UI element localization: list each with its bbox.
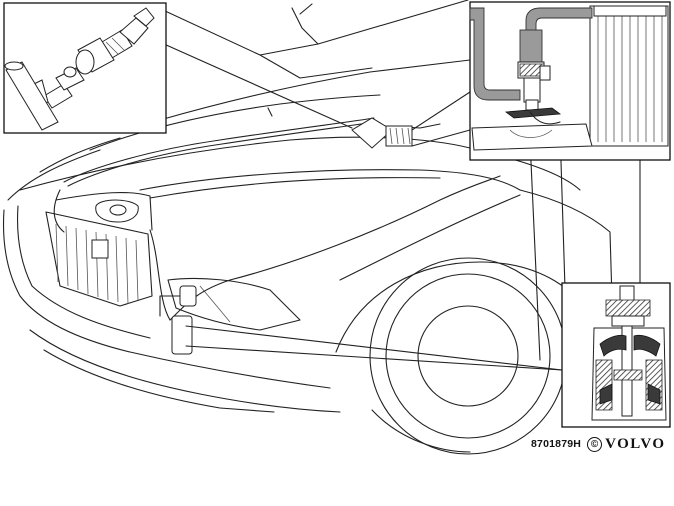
pump-cutaway-inset xyxy=(561,282,671,428)
connector-detail-inset xyxy=(3,2,167,134)
reference-code: 8701879H xyxy=(531,438,582,450)
pipe-valve-detail-inset xyxy=(469,1,671,161)
copyright-icon: © xyxy=(587,436,603,452)
figure-caption: 8701879H © VOLVO xyxy=(531,434,666,454)
brand-logo-text: VOLVO xyxy=(605,435,666,452)
car-illustration xyxy=(3,0,641,455)
